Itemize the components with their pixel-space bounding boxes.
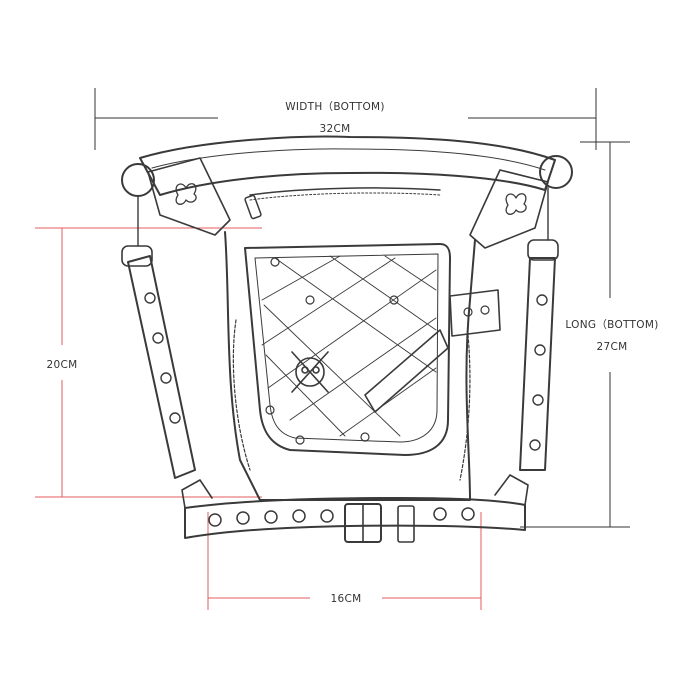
belt-right-end [494, 474, 529, 506]
belt-grommet-icon [264, 510, 278, 524]
stud-icon [270, 257, 280, 267]
strap-grommet-icon [532, 394, 544, 406]
bag-top-band [139, 135, 556, 196]
belt-dimension: 16CM [207, 512, 482, 610]
height-dimension: 20CM [35, 227, 262, 498]
belt-grommet-icon [208, 513, 222, 527]
right-strap [519, 257, 556, 471]
pocket-diagonal-strap [364, 329, 449, 413]
height-value: 20CM [47, 359, 78, 371]
right-fleur-icon [505, 193, 527, 215]
left-fleur-icon [175, 183, 197, 205]
long-label: LONG（BOTTOM) [565, 319, 658, 331]
long-value: 27CM [597, 341, 628, 353]
belt-grommet-icon [292, 509, 306, 523]
strap-grommet-icon [144, 292, 156, 304]
front-pocket [244, 243, 451, 456]
skull-icon [291, 351, 329, 393]
left-strap [127, 255, 196, 479]
stud-icon [265, 405, 275, 415]
front-pocket-inner [254, 253, 439, 443]
belt-loop-icon [397, 505, 415, 543]
chain-icon [232, 319, 471, 481]
side-tab-rivet-icon [463, 307, 473, 317]
waist-belt [184, 497, 526, 539]
belt-grommet-icon [461, 507, 475, 521]
belt-grommet-icon [433, 507, 447, 521]
belt-grommets [208, 507, 475, 527]
strap-grommet-icon [534, 344, 546, 356]
stud-icon [360, 432, 370, 442]
stud-icon [295, 435, 305, 445]
belt-grommet-icon [236, 511, 250, 525]
belt-grommet-icon [320, 509, 334, 523]
strap-grommet-icon [152, 332, 164, 344]
belt-value: 16CM [331, 593, 362, 605]
bag-sketch [121, 135, 573, 543]
strap-grommet-icon [169, 412, 181, 424]
zipper-line [249, 187, 441, 196]
long-dimension: LONG（BOTTOM) 27CM [520, 141, 658, 528]
right-d-ring-icon [539, 155, 573, 189]
quilt-pattern [261, 255, 437, 437]
belt-left-end [181, 479, 213, 509]
width-value: 32CM [320, 123, 351, 135]
strap-grommet-icon [160, 372, 172, 384]
stud-icon [305, 295, 315, 305]
left-d-ring-icon [121, 163, 155, 197]
left-rivet-panel [147, 157, 231, 236]
zipper-teeth [249, 192, 441, 201]
strap-grommet-icon [529, 439, 541, 451]
right-strap-clip-icon [527, 239, 559, 261]
zipper-pull-icon [244, 194, 262, 220]
left-strap-clip-icon [121, 245, 153, 267]
pocket-studs [265, 257, 399, 445]
side-tab-rivet-icon [480, 305, 490, 315]
bag-top-band-inner [151, 148, 546, 171]
strap-grommet-icon [536, 294, 548, 306]
width-dimension: WIDTH（BOTTOM) 32CM [94, 88, 597, 150]
bag-body [224, 231, 476, 501]
stud-icon [389, 295, 399, 305]
right-rivet-panel [469, 169, 549, 249]
width-label: WIDTH（BOTTOM) [285, 101, 385, 113]
side-tab [449, 289, 501, 337]
